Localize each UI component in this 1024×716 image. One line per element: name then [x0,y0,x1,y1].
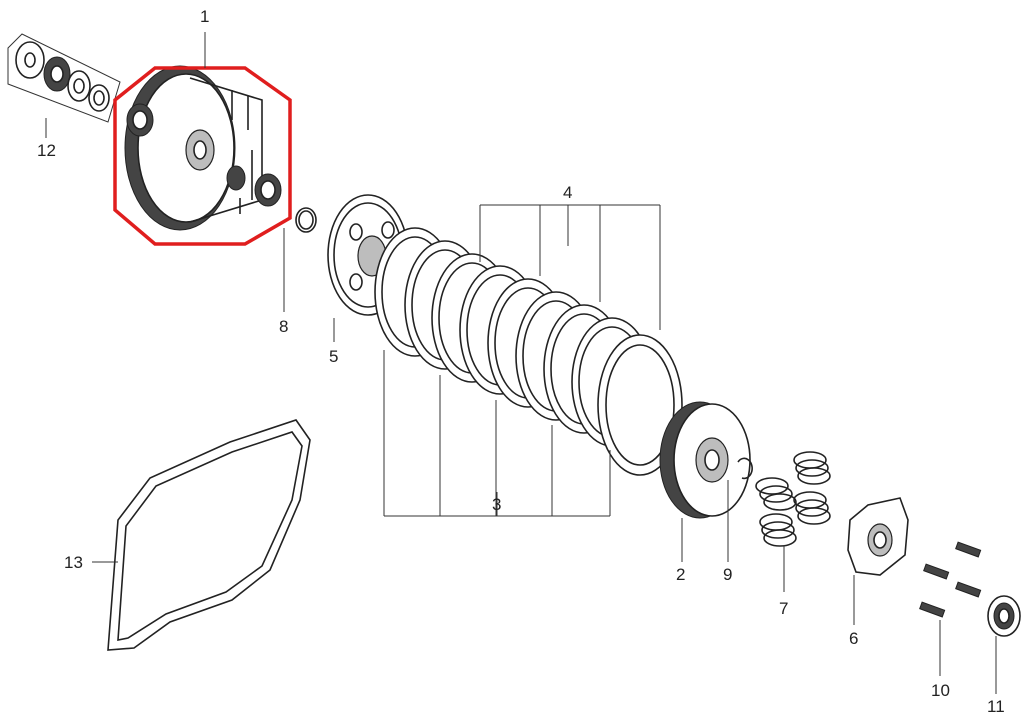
part-13-gasket-inner [117,431,303,641]
callout-11: 11 [987,697,1005,716]
part-7-clutch-springs [755,451,831,547]
part-8-snap-ring [295,207,317,233]
callout-9: 9 [723,565,732,584]
callout-7: 7 [779,599,788,618]
callout-1: 1 [200,7,209,26]
part-6-lifter-plate [847,497,909,576]
callout-leaders [45,32,997,694]
callout-8: 8 [279,317,288,336]
callout-5: 5 [329,347,338,366]
part-3-leader [383,350,611,517]
callout-13: 13 [64,553,83,572]
callout-12: 12 [37,141,56,160]
part-1-highlight-outline [113,66,292,246]
callout-numbers: 1 2 3 4 5 6 7 8 9 10 11 12 13 [37,7,1005,716]
callout-6: 6 [849,629,858,648]
callout-10: 10 [931,681,950,700]
callout-3: 3 [492,495,501,514]
part-9-circlip [737,457,753,480]
part-12-washer-kit [7,33,121,123]
part-1-clutch-outer [124,65,282,231]
part-10-bolts [919,541,982,618]
clutch-plate-stack [374,227,683,476]
callout-2: 2 [676,565,685,584]
callout-4: 4 [563,183,572,202]
part-2-pressure-plate [659,401,751,519]
part-13-gasket [107,419,311,651]
part-4-leader [479,204,661,330]
part-11-bearing [987,595,1021,637]
